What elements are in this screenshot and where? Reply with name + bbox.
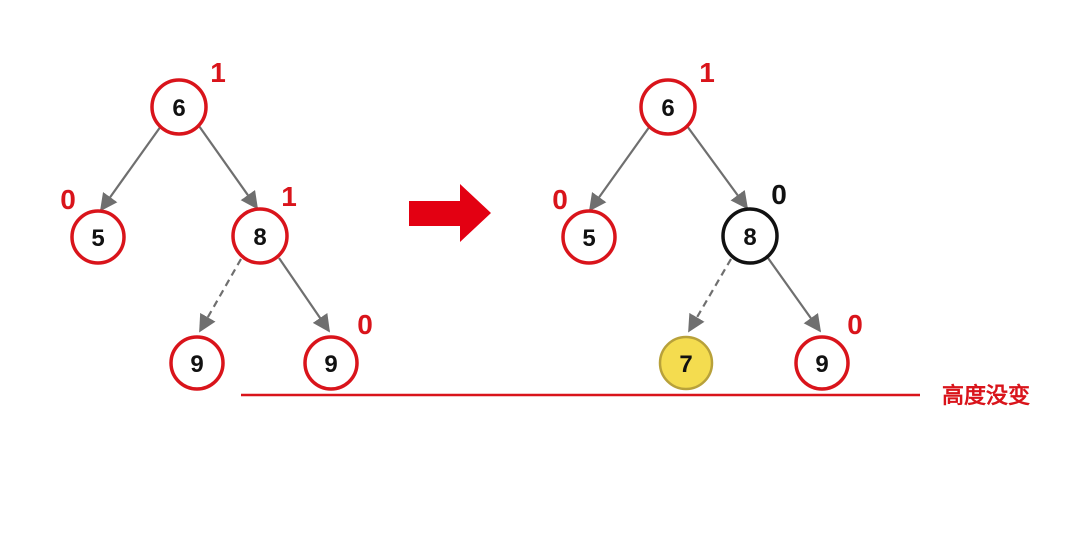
tree-node-highlighted: 8	[721, 207, 779, 265]
height-unchanged-caption: 高度没变	[942, 383, 1030, 409]
tree-node: 8	[231, 207, 289, 265]
tree-node: 9	[303, 335, 359, 391]
tree-node: 6	[639, 78, 697, 136]
node-value: 6	[661, 95, 674, 122]
tree-node: 9	[794, 335, 850, 391]
tree-node: 5	[561, 209, 617, 265]
edge-6-to-5	[99, 125, 162, 212]
edge-8-to-7-dashed	[688, 258, 732, 333]
edge-8-to-9	[767, 257, 822, 333]
balance-factor: 0	[60, 184, 76, 215]
node-value: 5	[91, 225, 104, 252]
right-tree: 6 1 5 0 8 0 7 9 0	[552, 57, 863, 391]
balance-factor: 1	[699, 57, 715, 88]
node-value: 8	[253, 224, 266, 251]
node-value: 5	[582, 225, 595, 252]
node-value: 9	[190, 351, 203, 378]
left-tree: 6 1 5 0 8 1 9 9 0	[60, 57, 373, 391]
edge-6-to-8	[198, 125, 259, 210]
balance-factor: 0	[847, 309, 863, 340]
tree-node: 9	[169, 335, 225, 391]
tree-node-inserted: 7	[658, 335, 714, 391]
node-value: 6	[172, 95, 185, 122]
edge-6-to-8	[686, 125, 749, 210]
node-value: 8	[743, 224, 756, 251]
right-arrow-icon	[409, 184, 491, 242]
tree-node: 6	[150, 78, 208, 136]
balance-factor: 0	[771, 179, 787, 210]
balance-factor: 0	[552, 184, 568, 215]
edge-8-to-9-dashed	[199, 258, 242, 333]
edge-8-to-9	[278, 257, 330, 333]
balance-factor: 0	[357, 309, 373, 340]
node-value: 9	[324, 351, 337, 378]
edge-6-to-5	[588, 125, 651, 212]
balance-factor: 1	[281, 181, 297, 212]
tree-node: 5	[70, 209, 126, 265]
node-value: 7	[679, 351, 692, 378]
node-value: 9	[815, 351, 828, 378]
balance-factor: 1	[210, 57, 226, 88]
